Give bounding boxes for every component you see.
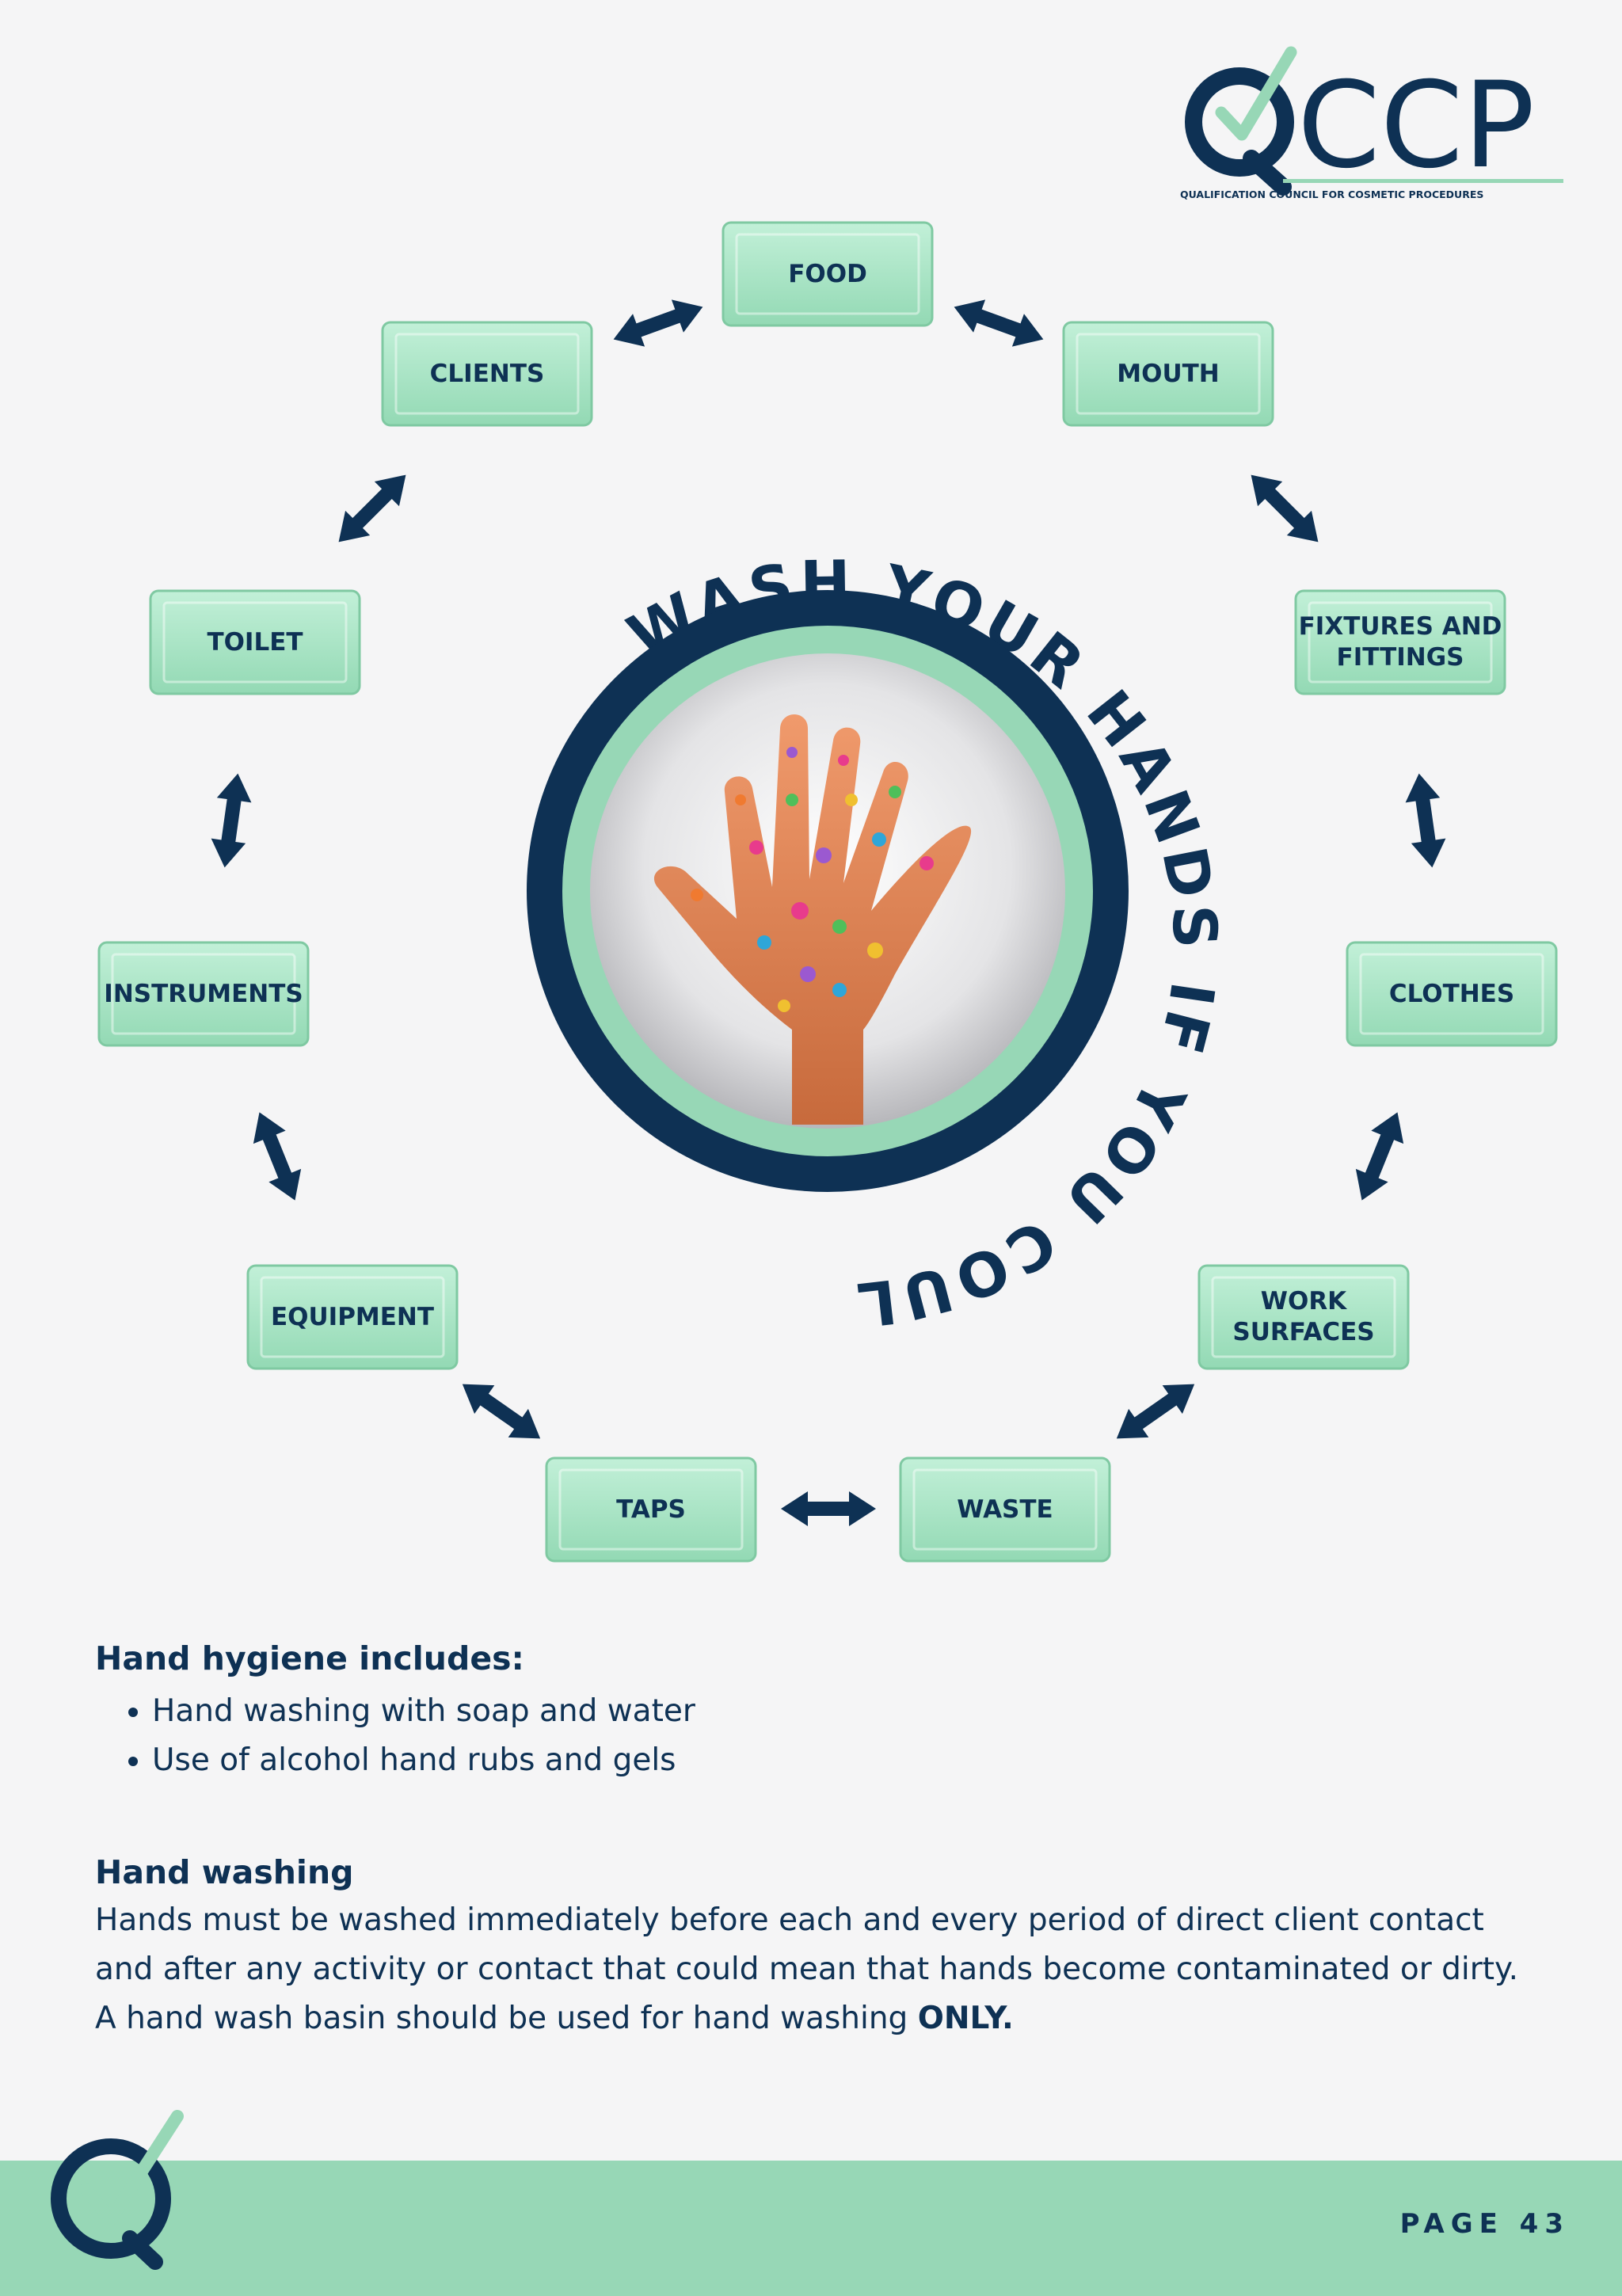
germ-transmission-diagram: WASH YOUR HANDS IF YOU COULD SEE THE GER… [0, 0, 1558, 1563]
node-instruments-label: INSTRUMENTS [104, 980, 303, 1008]
node-taps-label: TAPS [616, 1495, 686, 1524]
node-toilet: TOILET [149, 589, 361, 695]
footer-q-logo [51, 2110, 184, 2270]
arrow-equipment-taps [452, 1369, 550, 1453]
node-work-label-line2: SURFACES [1232, 1318, 1374, 1346]
node-food: FOOD [722, 221, 934, 327]
hand-image [527, 590, 1129, 1192]
hygiene-item: Use of alcohol hand rubs and gels [152, 1736, 1544, 1785]
node-work-surfaces: WORK SURFACES [1197, 1264, 1410, 1370]
body-text: Hand hygiene includes: Hand washing with… [95, 1639, 1544, 2043]
node-work-label-line1: WORK [1261, 1287, 1347, 1316]
logo-q-mark [1185, 46, 1297, 196]
node-waste: WASTE [899, 1456, 1111, 1563]
hygiene-item: Hand washing with soap and water [152, 1687, 1544, 1736]
node-mouth-label: MOUTH [1117, 360, 1219, 388]
node-toilet-label: TOILET [207, 628, 303, 657]
arrow-toilet-instruments [207, 771, 256, 870]
node-equipment-label: EQUIPMENT [271, 1303, 434, 1331]
node-waste-label: WASTE [957, 1495, 1053, 1524]
node-fixtures-and-fittings: FIXTURES AND FITTINGS [1294, 589, 1506, 695]
hygiene-heading: Hand hygiene includes: [95, 1639, 524, 1677]
logo-tagline: QUALIFICATION COUNCIL FOR COSMETIC PROCE… [1180, 188, 1483, 200]
node-taps: TAPS [545, 1456, 757, 1563]
arrow-taps-waste [781, 1491, 876, 1526]
node-fixtures-label-line1: FIXTURES AND [1299, 612, 1502, 641]
footer-band [0, 2161, 1622, 2296]
arrow-fixtures-clothes [1401, 771, 1450, 870]
page-number: PAGE 43 [1399, 2208, 1570, 2240]
node-clients-label: CLIENTS [430, 360, 545, 388]
arrow-clothes-worksurfaces [1346, 1106, 1414, 1207]
logo-underline [1283, 179, 1563, 183]
hand-shape [653, 714, 972, 1125]
germs [691, 747, 934, 1012]
washing-paragraph: Hands must be washed immediately before … [95, 1896, 1544, 2043]
arrow-worksurfaces-waste [1106, 1369, 1205, 1453]
node-equipment: EQUIPMENT [246, 1264, 459, 1370]
washing-body: Hands must be washed immediately before … [95, 1902, 1518, 2036]
node-clothes: CLOTHES [1346, 941, 1558, 1047]
node-fixtures-label-line2: FITTINGS [1337, 643, 1464, 672]
qccp-logo: CCP QUALIFICATION COUNCIL FOR COSMETIC P… [1180, 46, 1563, 200]
node-clients: CLIENTS [381, 321, 593, 427]
hygiene-list: Hand washing with soap and water Use of … [95, 1687, 1544, 1785]
node-instruments: INSTRUMENTS [97, 941, 310, 1047]
logo-wordmark: CCP [1297, 57, 1535, 195]
arrow-instruments-equipment [243, 1106, 311, 1207]
node-food-label: FOOD [788, 260, 867, 288]
arrow-mouth-fixtures [1239, 463, 1331, 554]
node-clothes-label: CLOTHES [1389, 980, 1514, 1008]
node-mouth: MOUTH [1062, 321, 1274, 427]
washing-emphasis: ONLY. [917, 2001, 1014, 2036]
washing-heading: Hand washing [95, 1853, 354, 1891]
arrow-clients-toilet [326, 463, 418, 554]
arrow-clients-food [607, 290, 709, 356]
arrow-food-mouth [948, 290, 1049, 356]
